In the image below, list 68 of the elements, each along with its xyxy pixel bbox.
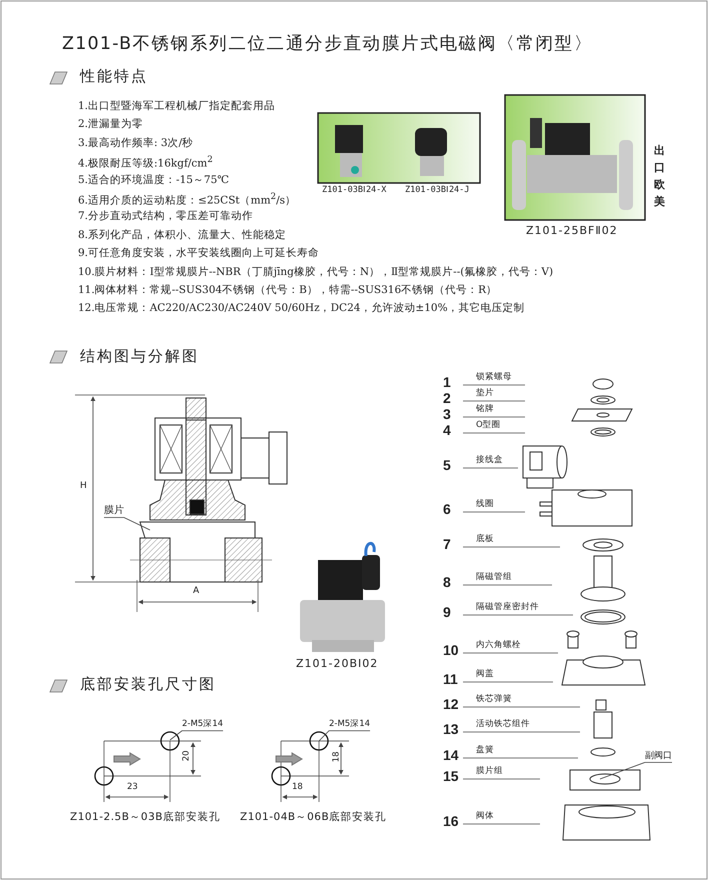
feature-item: 4.极限耐压等级:16kgf/cm$^{2}$ — [78, 155, 213, 170]
callout-number: 8 — [443, 574, 451, 590]
feature-item: 1.出口型暨海军工程机械厂指定配套用品 — [78, 100, 276, 112]
callout-number: 5 — [443, 457, 451, 474]
figure-caption: Z101-2.5B～03B底部安装孔 — [70, 811, 220, 824]
feature-item: 3.最高动作频率: 3次/秒 — [78, 136, 194, 149]
photo-caption: Z101-03BⅠ24-J — [405, 186, 470, 196]
leader-line — [600, 762, 672, 780]
feature-item: 5.适合的环境温度：-15～75℃ — [78, 174, 230, 186]
callout-number: 15 — [443, 768, 459, 784]
part-name: 铁芯弹簧 — [476, 695, 512, 704]
dimension-label: 23 — [127, 783, 138, 793]
feature-item: 11.阀体材料：常规--SUS304不锈钢（代号：B），特需--SUS316不锈钢（代号：R） — [78, 284, 498, 296]
leader-label: 副阀口 — [645, 751, 672, 762]
callout-number: 14 — [443, 747, 459, 764]
part-name: 垫片 — [476, 389, 494, 398]
part-name: 隔磁管座密封件 — [476, 603, 539, 612]
callout-number: 1 — [443, 374, 451, 390]
feature-item: 2.泄漏量为零 — [78, 118, 144, 130]
callout-number: 4 — [443, 422, 451, 438]
leader-label: 膜片 — [104, 505, 124, 516]
photo-caption: Z101-25BFⅡ02 — [526, 225, 618, 238]
feature-item: 6.适用介质的运动粘度：≤25CSt（mm$^{2}$/s） — [78, 192, 296, 207]
feature-item: 7.分步直动式结构，零压差可靠动作 — [78, 210, 254, 222]
dimension-label: A — [193, 586, 200, 596]
feature-item: 10.膜片材料：Ⅰ型常规膜片--NBR（丁腈jīng橡胶，代号：N），Ⅱ型常规膜片--(氟橡胶，代号：V) — [78, 266, 554, 278]
part-name: 盘簧 — [476, 746, 494, 754]
feature-item: 12.电压常规：AC220/AC230/AC240V 50/60Hz，DC24，允许波动±10%，其它电压定制 — [78, 302, 525, 314]
part-name: O型圈 — [476, 421, 501, 430]
feature-item: 8.系列化产品，体积小、流量大、性能稳定 — [78, 228, 286, 241]
part-name: 阀体 — [476, 812, 494, 820]
dimension-label: 20 — [182, 750, 192, 762]
figure-caption: Z101-04B～06B底部安装孔 — [240, 811, 387, 824]
section-heading: 性能特点 — [80, 68, 148, 86]
callout-number: 9 — [443, 604, 451, 620]
part-name: 铭牌 — [476, 405, 494, 414]
leader-line — [170, 730, 224, 740]
callout-number: 6 — [443, 501, 451, 518]
section-heading: 底部安装孔尺寸图 — [80, 676, 216, 694]
callout-number: 13 — [443, 721, 459, 738]
section-heading: 结构图与分解图 — [80, 348, 199, 366]
leader-line — [318, 730, 370, 742]
page-title: Z101-B不锈钢系列二位二通分步直动膜片式电磁阀〈常闭型〉 — [62, 34, 594, 54]
part-name: 接线盒 — [476, 456, 503, 464]
leader-label: 2-M5深14 — [329, 720, 370, 730]
part-name: 锁紧螺母 — [476, 373, 512, 382]
part-name: 阀盖 — [476, 670, 494, 678]
photo-caption: Z101-20BⅠ02 — [296, 658, 378, 671]
dimension-label: H — [80, 481, 87, 492]
callout-number: 2 — [443, 390, 451, 406]
vertical-note: 出口欧美 — [654, 143, 666, 210]
dimension-label: 18 — [292, 783, 303, 793]
callout-number: 7 — [443, 536, 451, 552]
part-name: 底板 — [476, 535, 494, 544]
part-name: 线圈 — [476, 500, 494, 508]
callout-number: 10 — [443, 642, 459, 658]
photo-caption: Z101-03BⅠ24-X — [322, 186, 386, 196]
callout-number: 3 — [443, 406, 451, 422]
leader-label: 2-M5深14 — [182, 720, 224, 730]
part-name: 膜片组 — [476, 767, 503, 776]
callout-number: 16 — [443, 813, 459, 830]
part-name: 活动铁芯组件 — [476, 720, 530, 728]
feature-item: 9.可任意角度安装，水平安装线圈向上可延长寿命 — [78, 247, 320, 260]
part-name: 隔磁管组 — [476, 573, 512, 582]
dimension-label: 18 — [332, 751, 342, 762]
part-name: 内六角螺栓 — [476, 641, 521, 650]
callout-number: 12 — [443, 696, 459, 712]
callout-number: 11 — [443, 671, 458, 688]
